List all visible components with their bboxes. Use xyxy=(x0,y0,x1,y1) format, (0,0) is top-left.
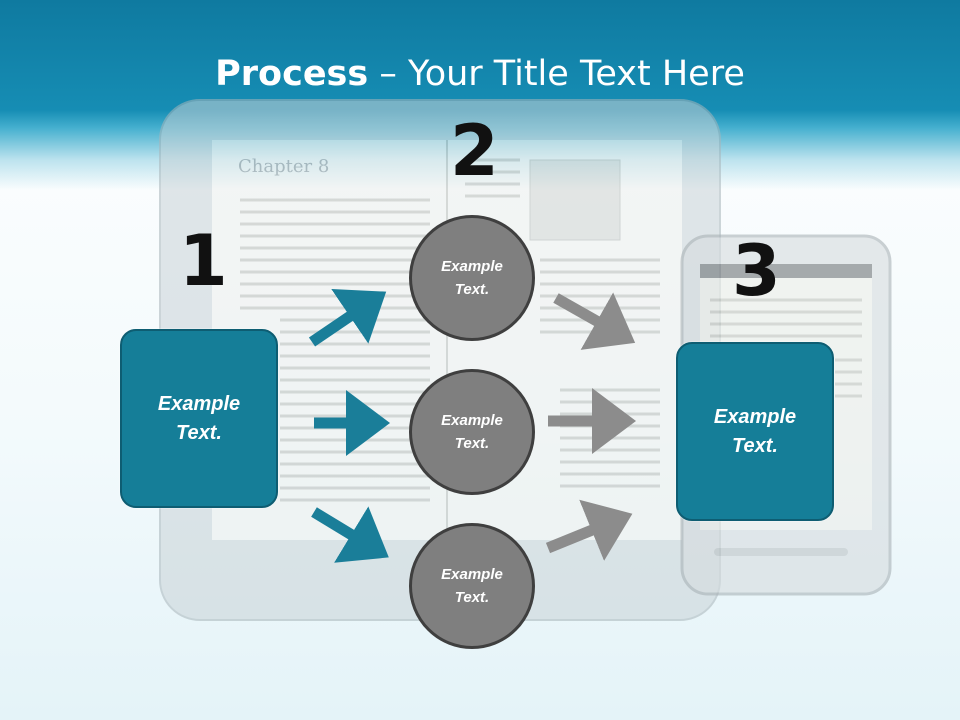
step-1-text: Example Text. xyxy=(157,392,241,444)
circle-text: Example Text. xyxy=(441,566,503,606)
step-1-box: Example Text. xyxy=(120,329,278,508)
book-chapter-text: Chapter 8 xyxy=(238,156,329,177)
circle-text: Example Text. xyxy=(441,412,503,452)
step-2-circle-bottom: Example Text. xyxy=(409,523,535,649)
step-2-circle-middle: Example Text. xyxy=(409,369,535,495)
gray-arrow-down xyxy=(553,292,636,350)
page-title: Process – Your Title Text Here xyxy=(0,52,960,96)
title-rest: – Your Title Text Here xyxy=(368,54,745,94)
step-2-circle-top: Example Text. xyxy=(409,215,535,341)
step-3-text: Example Text. xyxy=(713,405,797,457)
teal-arrow-up xyxy=(308,289,387,347)
step-3-box: Example Text. xyxy=(676,342,834,521)
step-number-1: 1 xyxy=(179,220,228,302)
circle-text: Example Text. xyxy=(441,258,503,298)
step-number-2: 2 xyxy=(450,110,499,192)
step-number-3: 3 xyxy=(732,230,781,312)
title-bold: Process xyxy=(215,54,369,94)
gray-arrow-up xyxy=(545,499,633,561)
teal-arrow-down xyxy=(311,506,389,563)
